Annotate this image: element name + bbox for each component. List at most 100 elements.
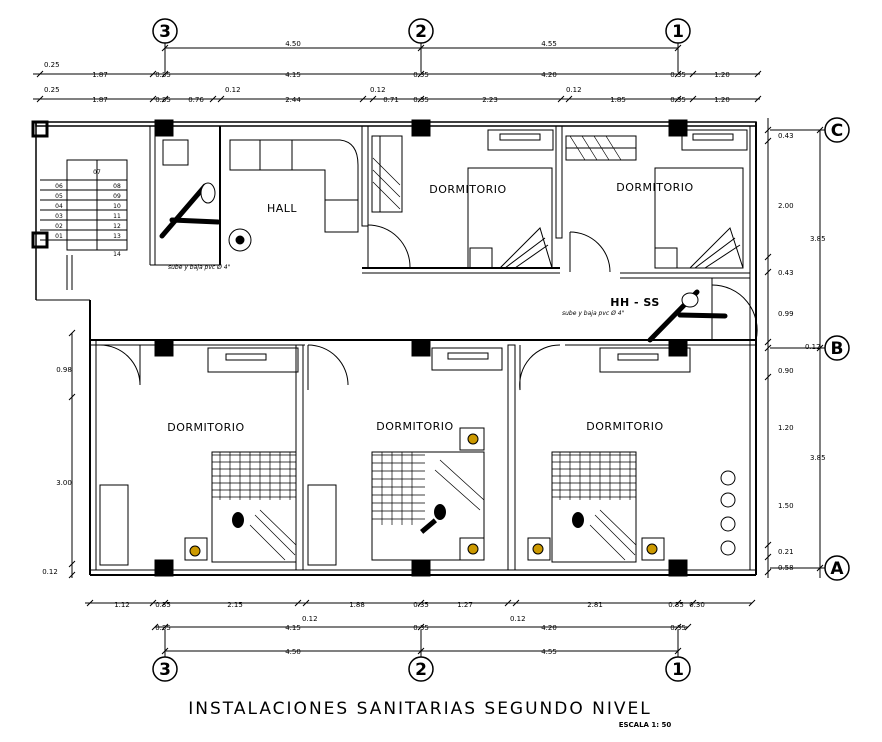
dim-text: 0.35 — [155, 601, 171, 609]
stair-step-label: 09 — [113, 193, 121, 200]
column — [411, 339, 431, 357]
dim-text: 0.21 — [778, 548, 794, 556]
stair-step-label: 10 — [113, 203, 121, 210]
dim-text: 0.76 — [188, 96, 204, 104]
drain-note: sube y baja pvc Ø 4" — [168, 264, 231, 271]
dim-text: 0.12 — [370, 86, 386, 94]
dim-text: 0.30 — [689, 601, 705, 609]
dim-text: 1.12 — [114, 601, 130, 609]
dim-text: 0.35 — [668, 601, 684, 609]
drawing-title: INSTALACIONES SANITARIAS SEGUNDO NIVEL — [188, 699, 651, 719]
dim-text: 4.55 — [541, 40, 557, 48]
room-label-dormitorio: DORMITORIO — [429, 183, 506, 196]
axis-label-c: C — [831, 121, 843, 141]
dim-text: 0.12 — [805, 343, 821, 351]
column — [411, 559, 431, 577]
drawing-scale: ESCALA 1: 50 — [619, 721, 672, 729]
dim-text: 4.15 — [285, 624, 301, 632]
dim-text: 4.55 — [541, 648, 557, 656]
column — [154, 119, 174, 137]
dim-text: 2.81 — [587, 601, 603, 609]
dim-text: 4.15 — [285, 71, 301, 79]
column — [154, 559, 174, 577]
room-label-dormitorio: DORMITORIO — [616, 181, 693, 194]
dim-text: 4.50 — [285, 40, 301, 48]
dim-text: 0.12 — [566, 86, 582, 94]
dim-text: 3.85 — [810, 235, 826, 243]
dim-text: 0.12 — [302, 615, 318, 623]
axis-label-3-bottom: 3 — [159, 660, 171, 680]
sofa — [229, 139, 359, 233]
room-label-hall: HALL — [267, 202, 297, 215]
dim-text: 0.35 — [413, 71, 429, 79]
room-label-dormitorio: DORMITORIO — [586, 420, 663, 433]
room-label-bath: HH - SS — [610, 296, 660, 309]
dim-text: 1.27 — [457, 601, 473, 609]
stair-step-label: 01 — [55, 233, 63, 240]
bed — [551, 451, 637, 563]
dim-text: 0.35 — [155, 624, 171, 632]
dim-text: 0.35 — [155, 71, 171, 79]
dim-text: 2.15 — [227, 601, 243, 609]
dim-text: 1.85 — [610, 96, 626, 104]
dim-text: 0.71 — [383, 96, 399, 104]
column — [154, 339, 174, 357]
dim-text: 0.98 — [56, 366, 72, 374]
dim-text: 1.20 — [778, 424, 794, 432]
stair-step-label: 13 — [113, 233, 121, 240]
plant — [228, 228, 252, 252]
dim-text: 0.25 — [44, 61, 60, 69]
dim-text: 0.35 — [155, 96, 171, 104]
dim-text: 0.12 — [510, 615, 526, 623]
dim-text: 1.87 — [92, 71, 108, 79]
column — [668, 119, 688, 137]
stair-step-label: 05 — [55, 193, 63, 200]
dim-text: 0.58 — [778, 564, 794, 572]
stair-step-label: 03 — [55, 213, 63, 220]
bed — [467, 167, 553, 269]
axis-label-3-top: 3 — [159, 22, 171, 42]
bed — [211, 451, 297, 563]
dim-text: 3.85 — [810, 454, 826, 462]
dim-text: 0.35 — [413, 96, 429, 104]
dim-text: 0.35 — [670, 71, 686, 79]
axis-label-1-top: 1 — [672, 22, 684, 42]
stair-step-label: 14 — [113, 251, 121, 258]
column — [411, 119, 431, 137]
axis-label-1-bottom: 1 — [672, 660, 684, 680]
dim-text: 0.25 — [44, 86, 60, 94]
staircase — [40, 159, 128, 290]
dim-text: 2.23 — [482, 96, 498, 104]
axis-label-2-top: 2 — [415, 22, 427, 42]
dim-text: 0.12 — [225, 86, 241, 94]
axis-label-2-bottom: 2 — [415, 660, 427, 680]
dim-text: 2.00 — [778, 202, 794, 210]
stair-step-label: 02 — [55, 223, 63, 230]
drain-note: sube y baja pvc Ø 4" — [562, 310, 625, 317]
dim-text: 0.43 — [778, 269, 794, 277]
stair-step-label: 11 — [113, 213, 121, 220]
dim-text: 4.20 — [541, 71, 557, 79]
dim-text: 1.20 — [714, 96, 730, 104]
axis-label-b: B — [831, 339, 844, 359]
bed — [654, 167, 744, 269]
dim-text: 2.44 — [285, 96, 301, 104]
dim-text: 1.20 — [714, 71, 730, 79]
dim-text: 0.35 — [413, 601, 429, 609]
stair-step-label: 12 — [113, 223, 121, 230]
dim-text: 0.35 — [670, 624, 686, 632]
dim-text: 3.00 — [56, 479, 72, 487]
dim-text: 1.87 — [92, 96, 108, 104]
room-label-dormitorio: DORMITORIO — [167, 421, 244, 434]
dim-text: 0.35 — [670, 96, 686, 104]
dim-text: 4.50 — [285, 648, 301, 656]
dim-text: 0.90 — [778, 367, 794, 375]
axis-label-a: A — [830, 559, 844, 579]
dim-text: 0.35 — [413, 624, 429, 632]
stair-step-label: 07 — [93, 169, 101, 176]
stair-step-label: 04 — [55, 203, 63, 210]
stair-step-label: 08 — [113, 183, 121, 190]
dim-text: 0.12 — [42, 568, 58, 576]
dim-text: 1.50 — [778, 502, 794, 510]
